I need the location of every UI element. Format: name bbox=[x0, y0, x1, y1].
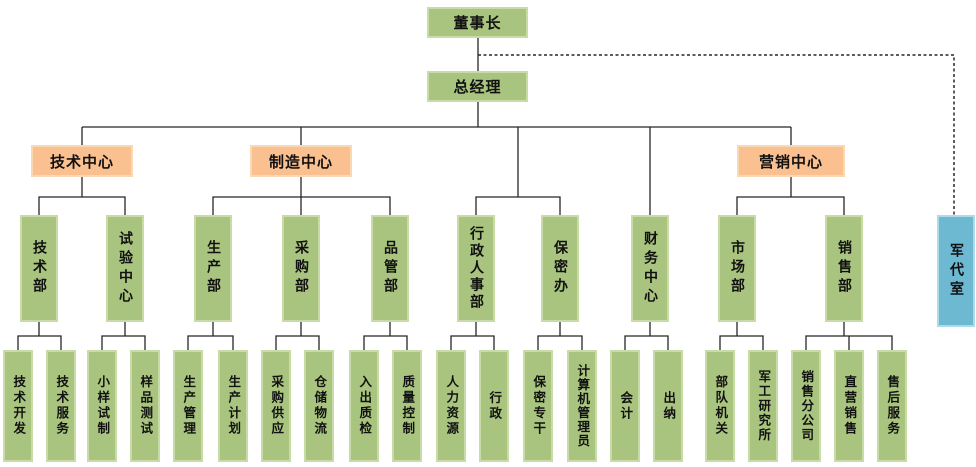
node-after-sales: 售后服务 bbox=[877, 350, 907, 462]
node-direct-sales: 直营销售 bbox=[834, 350, 864, 462]
node-hr: 人力资源 bbox=[436, 350, 466, 462]
node-inout-inspection: 入出质检 bbox=[349, 350, 379, 462]
node-finance-center: 财务中心 bbox=[631, 215, 669, 322]
node-chairman: 董事长 bbox=[427, 7, 528, 38]
node-warehouse-logistics: 仓储物流 bbox=[304, 350, 334, 462]
node-purchase-supply: 采购供应 bbox=[261, 350, 291, 462]
node-accounting: 会计 bbox=[610, 350, 640, 462]
node-test-center: 试验中心 bbox=[106, 215, 144, 322]
node-military-institute: 军工研究所 bbox=[748, 350, 778, 462]
node-quality-control: 质量控制 bbox=[392, 350, 422, 462]
node-production-dept: 生产部 bbox=[194, 215, 232, 322]
node-purchasing-dept: 采购部 bbox=[282, 215, 320, 322]
node-admin-hr-dept: 行政人事部 bbox=[457, 215, 495, 322]
node-troops-org: 部队机关 bbox=[705, 350, 735, 462]
node-sales-branch: 销售分公司 bbox=[791, 350, 821, 462]
node-computer-admin: 计算机管理员 bbox=[567, 350, 597, 462]
node-quality-dept: 品管部 bbox=[371, 215, 409, 322]
node-tech-center: 技术中心 bbox=[31, 145, 133, 177]
node-sample-test: 样品测试 bbox=[130, 350, 160, 462]
node-general-manager: 总经理 bbox=[427, 71, 528, 102]
node-tech-service: 技术服务 bbox=[46, 350, 76, 462]
node-tech-dev: 技术开发 bbox=[3, 350, 33, 462]
node-sample-trial: 小样试制 bbox=[87, 350, 117, 462]
node-mkt-center: 营销中心 bbox=[737, 145, 845, 177]
node-sales-dept: 销售部 bbox=[825, 215, 863, 322]
node-admin: 行政 bbox=[479, 350, 509, 462]
node-military-rep-office: 军代室 bbox=[937, 215, 975, 327]
node-cashier: 出纳 bbox=[653, 350, 683, 462]
node-security-staff: 保密专干 bbox=[523, 350, 553, 462]
node-security-office: 保密办 bbox=[541, 215, 579, 322]
node-prod-mgmt: 生产管理 bbox=[173, 350, 203, 462]
node-prod-plan: 生产计划 bbox=[218, 350, 248, 462]
node-market-dept: 市场部 bbox=[718, 215, 756, 322]
edge-dotted-line bbox=[478, 54, 955, 215]
node-tech-dept: 技术部 bbox=[20, 215, 58, 322]
node-mfg-center: 制造中心 bbox=[250, 145, 352, 177]
